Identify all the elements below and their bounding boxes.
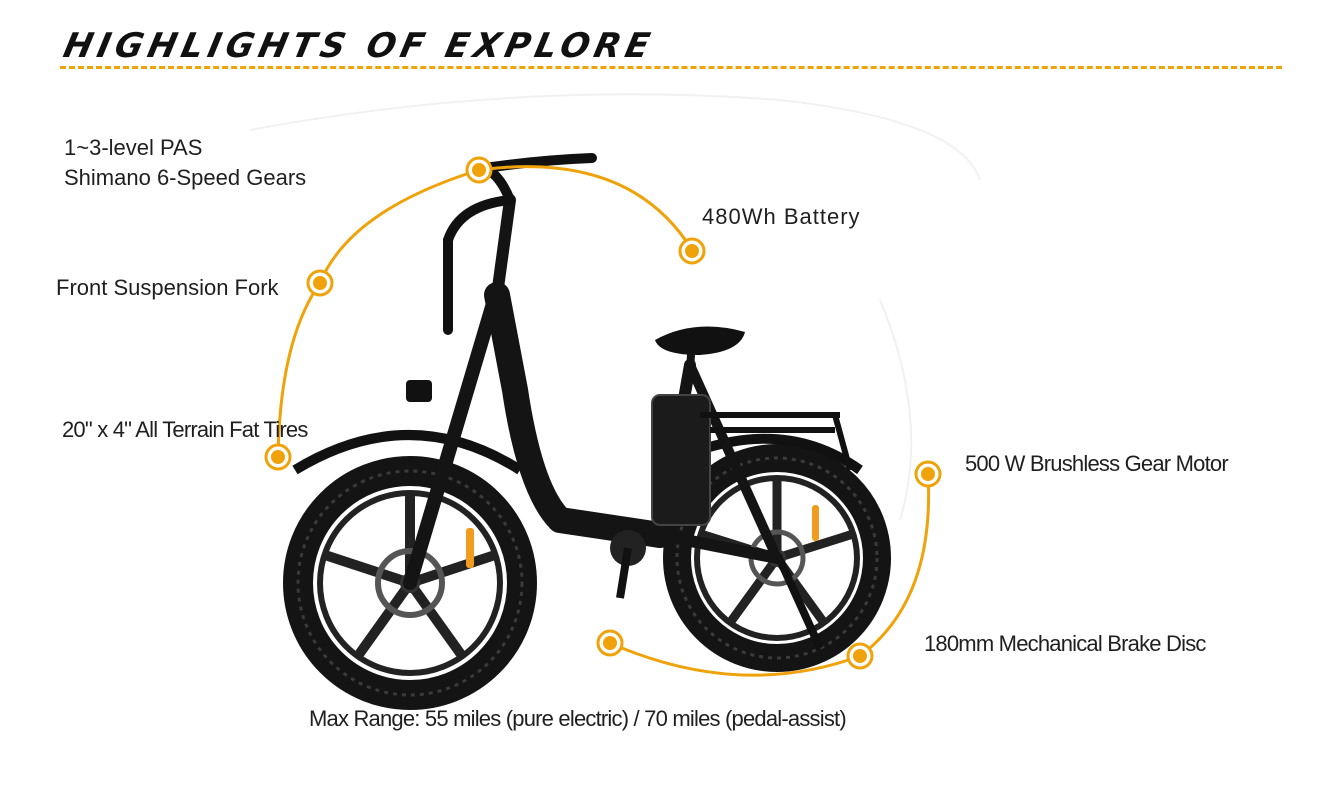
front-wheel-icon [283, 456, 537, 710]
reflector-icon [466, 528, 474, 568]
callout-marker-icon [306, 269, 334, 297]
callout-marker-icon [678, 237, 706, 265]
headlight-icon [406, 380, 432, 402]
callout-arcs [276, 165, 931, 677]
reflector-icon [812, 505, 819, 541]
handlebar-icon [443, 153, 597, 335]
callout-marker-icon [914, 460, 942, 488]
pedal-arm-icon [616, 547, 632, 599]
brake-disc-icon [375, 548, 445, 618]
label-pas-gears: 1~3-level PAS Shimano 6-Speed Gears [64, 133, 306, 193]
label-gears: Shimano 6-Speed Gears [64, 165, 307, 190]
callout-marker-icon [264, 443, 292, 471]
bike-frame-icon [403, 194, 783, 590]
battery-icon [651, 394, 711, 526]
background-contour [249, 93, 981, 181]
label-tires: 20" x 4" All Terrain Fat Tires [62, 417, 308, 442]
label-battery: 480Wh Battery [702, 204, 861, 229]
label-motor: 500 W Brushless Gear Motor [965, 451, 1229, 476]
label-pas: 1~3-level PAS [64, 135, 203, 160]
label-fork: Front Suspension Fork [56, 275, 279, 300]
background-contour [879, 299, 913, 521]
seat-icon [655, 326, 745, 355]
callout-marker-icon [596, 629, 624, 657]
title-divider [60, 66, 1282, 69]
callout-marker-icon [465, 156, 493, 184]
kickstand-icon [776, 558, 824, 650]
rear-rack-icon [700, 412, 853, 471]
front-fender-icon [292, 430, 523, 475]
label-brake: 180mm Mechanical Brake Disc [924, 631, 1206, 656]
label-range: Max Range: 55 miles (pure electric) / 70… [309, 706, 847, 731]
callout-marker-icon [846, 642, 874, 670]
